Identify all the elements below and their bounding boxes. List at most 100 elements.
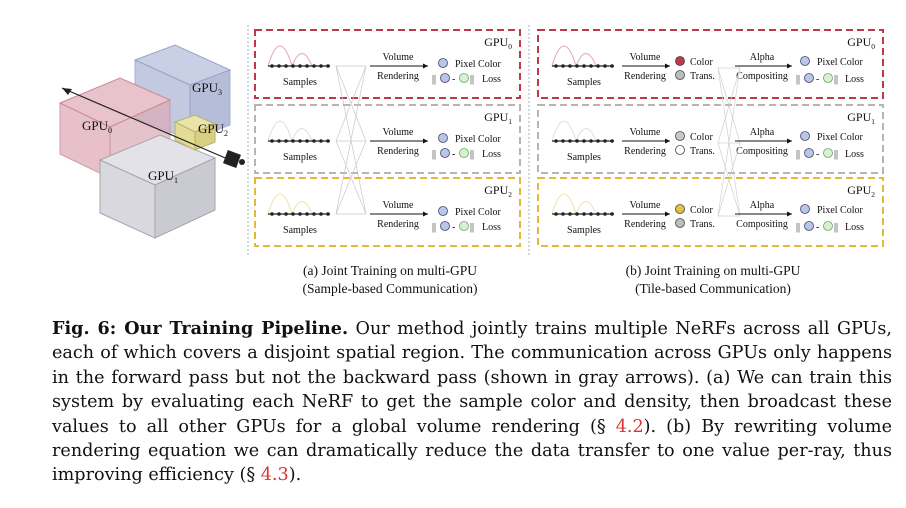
cube-label-gpu2: GPU2	[198, 121, 228, 138]
figure-caption: Fig. 6: Our Training Pipeline. Our metho…	[52, 317, 892, 488]
loss-minus: -	[816, 222, 819, 233]
pixel-color-label: Pixel Color	[455, 207, 502, 218]
samples-label: Samples	[283, 77, 317, 88]
pixel-color-dot	[800, 56, 810, 66]
loss-circle-gt	[459, 221, 469, 231]
sample-point	[298, 212, 302, 216]
loss-term: ||-||	[432, 221, 474, 233]
sample-point	[326, 139, 330, 143]
gpu-box	[537, 177, 884, 247]
sample-point	[270, 139, 274, 143]
gpu-box	[254, 29, 521, 99]
density-curve	[551, 193, 597, 216]
samples-label: Samples	[567, 225, 601, 236]
samples-0	[551, 45, 614, 68]
caption-label: Fig. 6: Our Training Pipeline.	[52, 318, 349, 339]
cube-label-gpu1: GPU1	[148, 168, 178, 185]
loss-bars-left: ||	[796, 74, 800, 85]
sample-point	[305, 64, 309, 68]
loss-bars-right: ||	[470, 149, 474, 160]
op-volume: Volume	[630, 200, 661, 211]
color-dot	[675, 56, 685, 66]
sample-point	[291, 212, 295, 216]
trans-dot	[675, 70, 685, 80]
loss-term: ||-||	[796, 221, 838, 233]
gpu-box	[537, 29, 884, 99]
caption-ref-4-3[interactable]: 4.3	[260, 465, 289, 486]
loss-term: ||-||	[432, 73, 474, 85]
op-volume: Volume	[630, 52, 661, 63]
color-label: Color	[690, 57, 713, 68]
samples-label: Samples	[567, 77, 601, 88]
loss-minus: -	[452, 74, 455, 85]
sample-point	[596, 64, 600, 68]
sample-point	[305, 139, 309, 143]
panel-b-row-gpu0: GPU0SamplesVolumeRenderingColorTrans.Alp…	[537, 29, 884, 217]
panel-a-caption-line2: (Sample-based Communication)	[302, 281, 478, 296]
loss-minus: -	[816, 74, 819, 85]
loss-bars-right: ||	[834, 74, 838, 85]
sample-point	[589, 212, 593, 216]
density-curve	[267, 193, 313, 216]
sample-point	[298, 139, 302, 143]
gpu-label: GPU0	[484, 35, 512, 51]
op-rendering: Rendering	[624, 146, 666, 157]
gpu-label: GPU2	[847, 183, 875, 199]
panel-b-caption-line1: (b) Joint Training on multi-GPU	[625, 263, 801, 278]
sample-point	[554, 64, 558, 68]
sample-point	[312, 212, 316, 216]
gpu-box	[537, 104, 884, 174]
sample-point	[554, 139, 558, 143]
gpu-label: GPU0	[847, 35, 875, 51]
sample-point	[603, 64, 607, 68]
render-arrow-head	[423, 211, 428, 217]
sample-point	[596, 212, 600, 216]
op-compositing: Compositing	[736, 146, 788, 157]
gpu-label: GPU1	[847, 110, 875, 126]
loss-circle-gt	[459, 73, 469, 83]
pixel-color-dot	[800, 204, 810, 214]
op-rendering: Rendering	[624, 219, 666, 230]
op-alpha: Alpha	[750, 200, 775, 211]
loss-bars-left: ||	[432, 222, 436, 233]
comm-line	[335, 65, 367, 215]
pixel-color-label: Pixel Color	[817, 205, 864, 216]
panel-b-row-gpu1: GPU1SamplesVolumeRenderingColorTrans.Alp…	[537, 67, 884, 217]
density-curve	[267, 45, 313, 68]
density-curve	[267, 120, 313, 143]
loss-label: Loss	[845, 222, 864, 233]
pixel-color-dot	[438, 206, 448, 216]
op-rendering: Rendering	[377, 219, 419, 230]
gpu-box	[254, 177, 521, 247]
loss-bars-right: ||	[834, 149, 838, 160]
caption-text-3: ).	[288, 465, 302, 486]
comm-line	[717, 67, 741, 144]
density-curve	[551, 45, 597, 68]
pixel-color-label: Pixel Color	[455, 59, 502, 70]
sample-point	[582, 212, 586, 216]
samples-label: Samples	[567, 152, 601, 163]
op-volume: Volume	[383, 127, 414, 138]
loss-label: Loss	[482, 74, 501, 85]
loss-circle-pred	[804, 148, 814, 158]
render-arrow-head	[665, 211, 670, 217]
loss-minus: -	[452, 149, 455, 160]
loss-label: Loss	[845, 74, 864, 85]
pixel-color-label: Pixel Color	[817, 57, 864, 68]
sample-point	[312, 64, 316, 68]
op-compositing: Compositing	[736, 71, 788, 82]
sample-point	[270, 212, 274, 216]
pixel-color-dot	[800, 131, 810, 141]
caption-text-1: Our method jointly trains multiple NeRFs…	[52, 319, 892, 437]
caption-ref-4-2[interactable]: 4.2	[615, 416, 644, 437]
sample-point	[319, 212, 323, 216]
pixel-color-label: Pixel Color	[455, 134, 502, 145]
sample-point	[277, 212, 281, 216]
loss-label: Loss	[482, 222, 501, 233]
loss-term: || - ||	[796, 73, 838, 85]
sample-point	[326, 64, 330, 68]
trans-label: Trans.	[690, 71, 715, 82]
loss-bars-left: ||	[796, 149, 800, 160]
